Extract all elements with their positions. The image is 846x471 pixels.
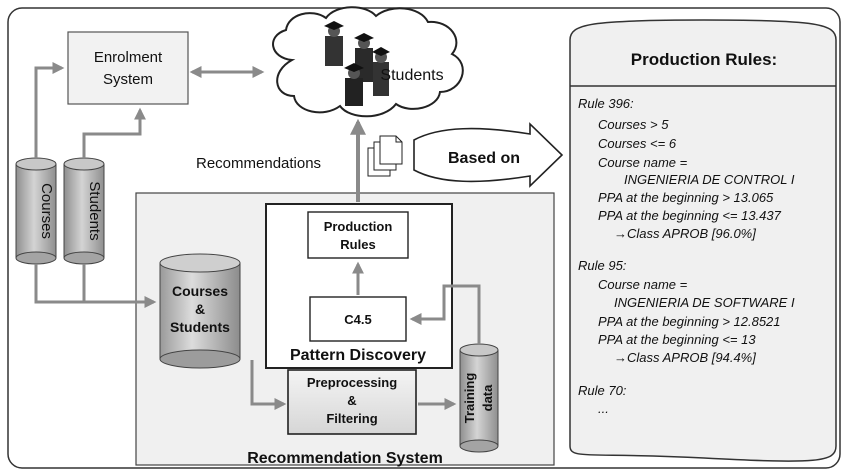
rule-line: →Class APROB [96.0%] (614, 226, 756, 241)
rule-line: →Class APROB [94.4%] (614, 350, 756, 365)
preprocessing-line2: & (347, 393, 356, 408)
rule-line: Courses <= 6 (598, 136, 677, 151)
students-db-label: Students (86, 181, 103, 240)
training-data-line2: data (480, 384, 495, 412)
production-rules-panel: Production Rules: (569, 19, 837, 462)
production-rules-line1: Production (324, 219, 393, 234)
rule-line: Course name = (598, 155, 688, 170)
graduates-icon (324, 21, 390, 106)
courses-students-line3: Students (170, 319, 230, 335)
rules-text-block: Rule 396: Courses > 5 Courses <= 6 Cours… (578, 96, 795, 416)
rule-line: Courses > 5 (598, 117, 669, 132)
rule-line: INGENIERIA DE SOFTWARE I (614, 295, 795, 310)
rules-panel-title: Production Rules: (631, 50, 777, 69)
students-to-enrolment-arrow (82, 107, 146, 158)
combined-to-preprocessing-arrow (250, 360, 287, 410)
courses-to-combined-arrow (34, 264, 157, 308)
rule-line: Rule 95: (578, 258, 627, 273)
preprocessing-box: Preprocessing & Filtering (287, 369, 417, 435)
enrolment-label-line2: System (103, 71, 153, 88)
based-on-arrow: Based on (413, 122, 564, 188)
students-cloud: Students (272, 6, 464, 118)
enrolment-label-line1: Enrolment (94, 49, 163, 66)
students-database: Students (63, 157, 105, 265)
c45-box: C4.5 (309, 296, 407, 342)
preprocessing-line1: Preprocessing (307, 375, 397, 390)
pattern-discovery-label: Pattern Discovery (290, 347, 426, 364)
students-cloud-label: Students (380, 67, 443, 84)
courses-to-enrolment-arrow (34, 62, 65, 158)
recommendation-system-label: Recommendation System (247, 450, 443, 467)
production-rules-box: Production Rules (307, 211, 409, 259)
c45-label: C4.5 (344, 312, 371, 327)
courses-students-line2: & (195, 301, 205, 317)
document-icon (367, 135, 403, 177)
rule-line: ... (598, 401, 609, 416)
courses-db-label: Courses (38, 183, 55, 239)
training-data-database: Training data (459, 343, 499, 453)
training-data-line1: Training (462, 373, 477, 424)
production-rules-line2: Rules (340, 237, 375, 252)
rule-line: PPA at the beginning > 13.065 (598, 190, 774, 205)
rule-line: Rule 70: (578, 383, 627, 398)
rule-line: INGENIERIA DE CONTROL I (624, 172, 795, 187)
training-to-c45-arrow (409, 284, 481, 344)
courses-students-database: Courses & Students (159, 253, 241, 369)
based-on-label: Based on (448, 150, 520, 167)
rule-line: Rule 396: (578, 96, 634, 111)
rule-line: PPA at the beginning <= 13 (598, 332, 756, 347)
rule-line: Course name = (598, 277, 688, 292)
rule-line: PPA at the beginning > 12.8521 (598, 314, 781, 329)
courses-database: Courses (15, 157, 57, 265)
rule-line: PPA at the beginning <= 13.437 (598, 208, 782, 223)
recommendations-label: Recommendations (196, 155, 321, 172)
enrolment-system-box: Enrolment System (67, 31, 189, 105)
preprocessing-line3: Filtering (326, 411, 377, 426)
courses-students-line1: Courses (172, 283, 228, 299)
